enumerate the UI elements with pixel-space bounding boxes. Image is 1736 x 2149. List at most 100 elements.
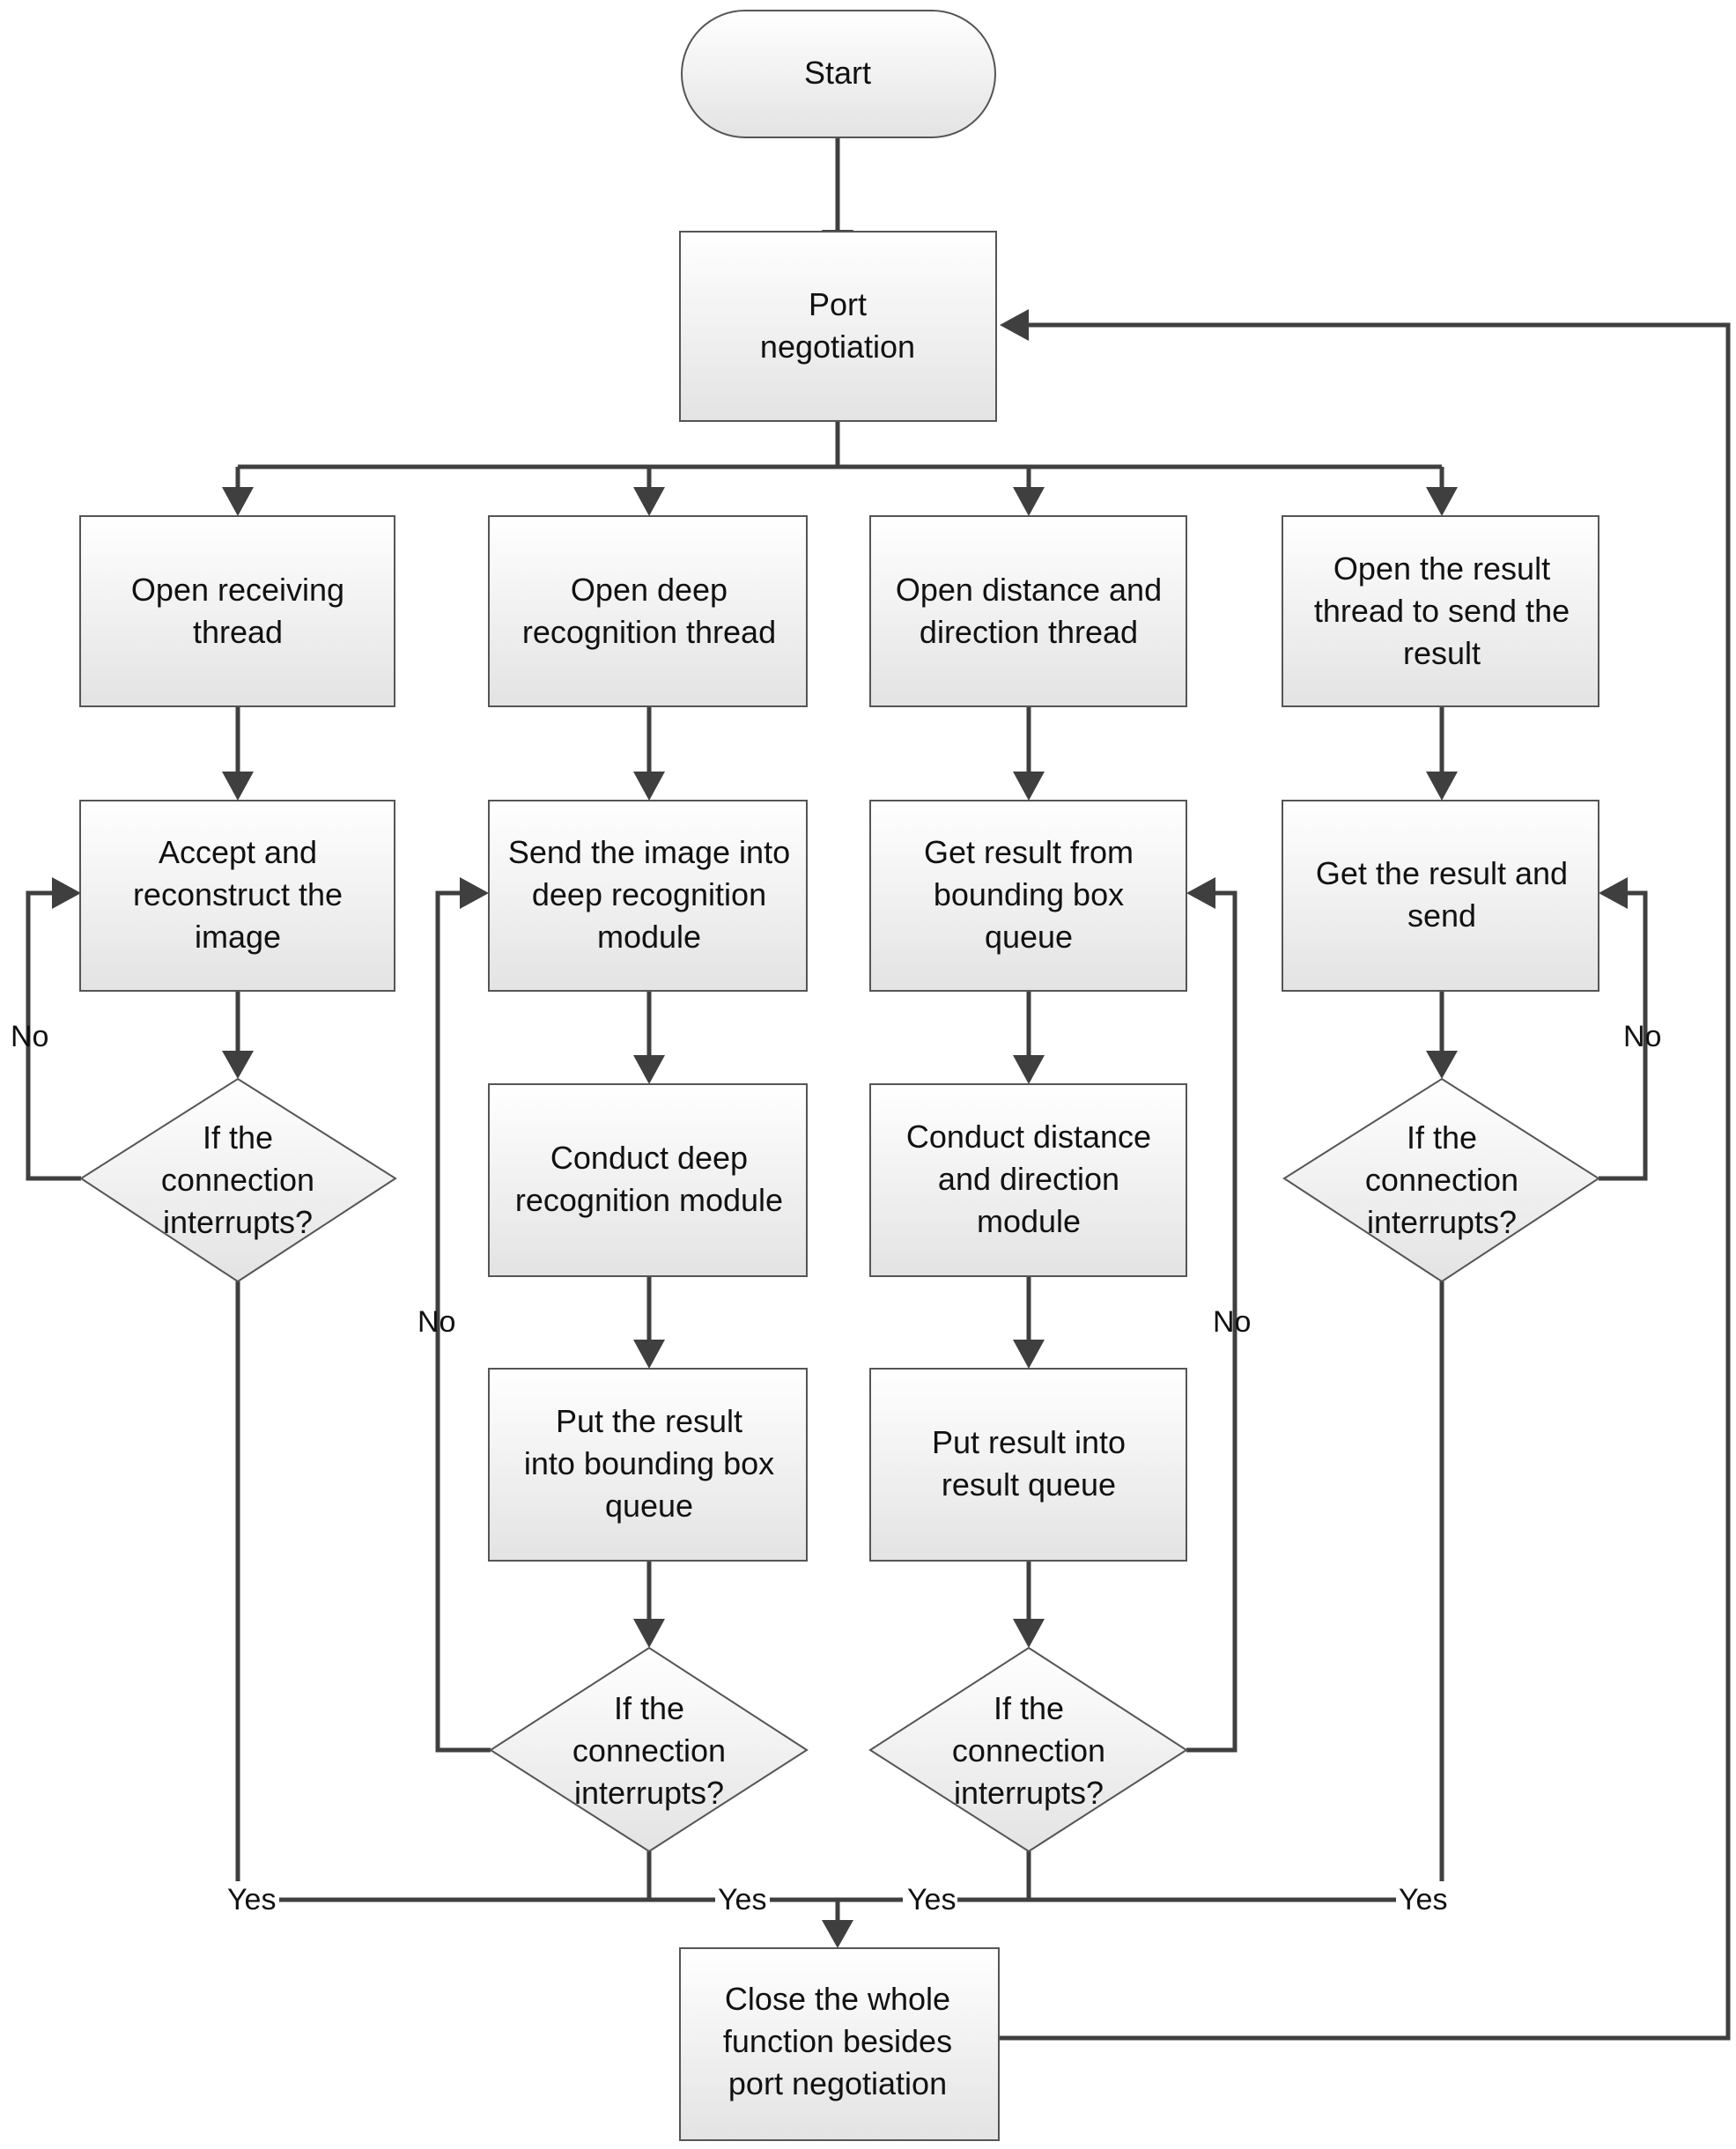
process-shape [488,1083,808,1277]
edge-close-loopback [999,322,1731,2041]
yes-label: Yes [907,1883,956,1916]
label-line: connection [573,1732,726,1769]
edge-row4-decision [646,1561,1031,1621]
no-label: No [1213,1305,1251,1339]
label-line: function besides [723,2023,952,2059]
process-shape [679,231,997,422]
node-label: Open the result thread to send the result [1314,550,1570,671]
arrowhead [52,877,81,909]
decision-shape [489,1646,809,1853]
label-line: Conduct distance [906,1119,1151,1155]
yes-label-backgrounds [225,1881,1451,1916]
label-line: queue [605,1488,693,1524]
arrowhead [460,877,489,909]
yes-label: Yes [718,1883,766,1916]
edge-row3-row4 [646,1276,1031,1341]
label-line: Open deep [571,572,728,608]
label-line: If the [203,1119,273,1156]
no-label: No [417,1305,455,1339]
arrowhead [633,487,665,516]
label-line: If the [1407,1119,1477,1156]
process-shape [79,515,395,707]
label-line: Open receiving [131,572,344,608]
arrowhead [1013,1340,1045,1369]
terminal-shape [681,10,996,138]
arrowhead [633,1055,665,1084]
label-line: and direction [938,1161,1119,1197]
edge-no-loop-4 [1599,890,1648,1181]
label-line: recognition module [515,1182,783,1218]
label-line: Put result into [932,1424,1126,1460]
arrowhead [1013,487,1045,516]
label-line: module [977,1203,1081,1239]
arrowhead [1013,1055,1045,1084]
label-line: connection [952,1732,1105,1769]
arrowhead [633,1340,665,1369]
label-line: port negotiation [728,2065,947,2101]
label-line: Accept and [159,834,317,870]
label-line: thread to send the [1314,593,1570,629]
process-shape [1282,515,1599,707]
label-line: Open the result [1333,550,1550,587]
node-open-receiving: Open receiving thread [79,515,395,707]
edge-row1-row2 [235,706,1444,773]
label-bg [1396,1881,1451,1916]
arrowhead [222,772,254,801]
node-conduct-distance: Conduct distance and direction module [869,1083,1187,1277]
label-line: Conduct deep [550,1140,748,1176]
label-line: thread [193,614,283,650]
node-label: Conduct deep recognition module [515,1140,783,1218]
node-label: Start [804,55,871,91]
edge-row2-row3 [646,991,1031,1057]
process-shape [679,1947,1000,2141]
process-shape [869,515,1187,707]
arrowhead [222,1051,254,1079]
label-line: Get result from [924,834,1134,870]
label-line: deep recognition [532,876,766,912]
decision-shape [79,1077,397,1283]
no-label: No [11,1020,48,1053]
label-line: If the [994,1690,1064,1726]
edge-port-split [238,420,1442,469]
label-line: image [195,919,281,955]
label-line: negotiation [760,329,915,365]
arrowhead [222,487,254,516]
arrowhead [1599,877,1628,909]
label-line: interrupts? [574,1775,724,1811]
connectors [26,137,1731,2041]
label-line: send [1407,897,1476,934]
process-shape [488,800,808,992]
label-line: Open distance and [896,572,1162,608]
process-shape [79,800,395,992]
edge-no-loop-1 [26,890,81,1181]
label-line: into bounding box [524,1445,774,1481]
label-bg [715,1881,770,1916]
label-line: queue [985,919,1073,955]
edge-no-loop-3 [1186,890,1237,1753]
arrowhead [1000,309,1029,341]
edge-branch-stubs [235,467,1444,489]
label-line: result [1403,635,1481,671]
arrowhead [1013,1619,1045,1648]
label-line: Port [809,286,867,322]
